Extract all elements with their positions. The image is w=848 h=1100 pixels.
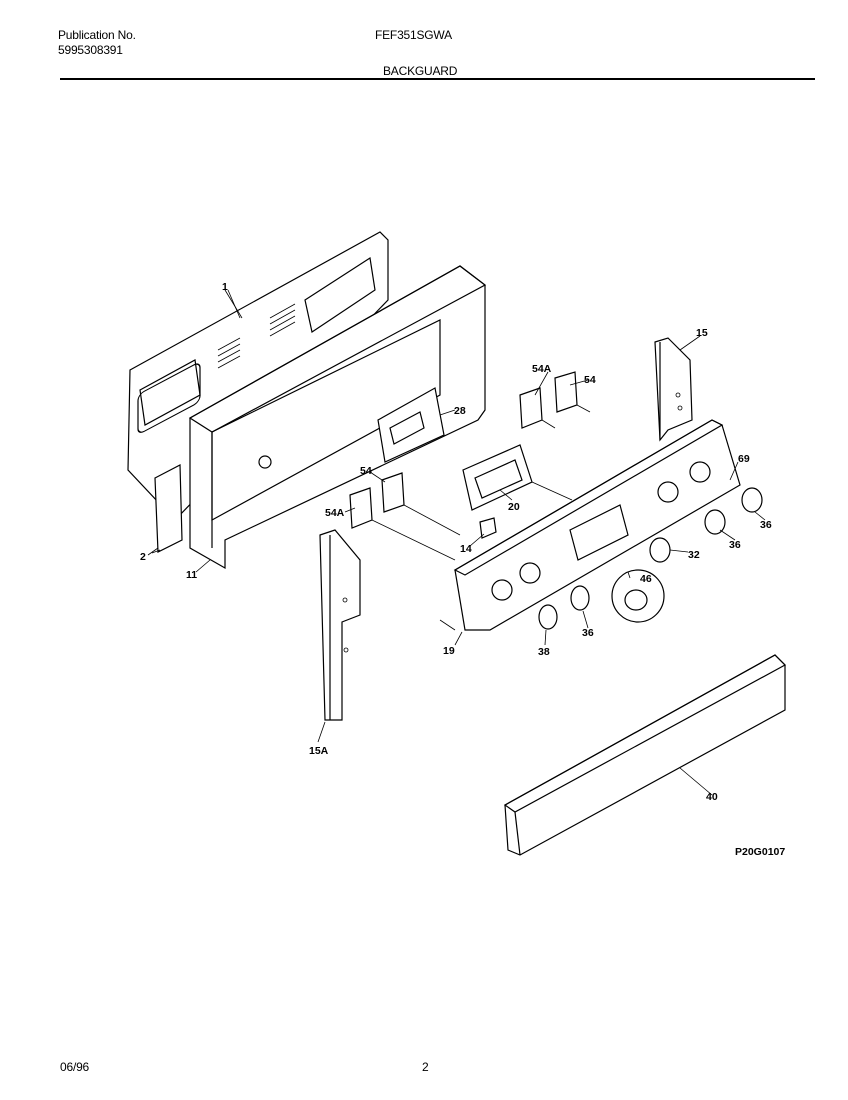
callout-1: 1 [222, 281, 228, 293]
end-bracket-right [654, 337, 693, 442]
callout-36-c: 36 [760, 519, 772, 531]
knob-32 [649, 537, 671, 563]
switch-54a-upper [519, 387, 556, 429]
switch-54-upper [554, 371, 591, 413]
mounting-bracket [151, 464, 183, 554]
callout-46: 46 [640, 573, 652, 585]
detail-46 [611, 569, 665, 623]
footer-date: 06/96 [60, 1060, 90, 1074]
footer-page-number: 2 [422, 1060, 429, 1074]
knob-36-right [704, 509, 726, 535]
callout-36-b: 36 [729, 539, 741, 551]
switch-54a-lower [349, 487, 456, 561]
callout-40: 40 [706, 791, 718, 803]
model-number: FEF351SGWA [375, 28, 452, 42]
knob-36-far-right [741, 487, 763, 513]
end-bracket-left [319, 529, 361, 721]
callout-14: 14 [460, 543, 472, 555]
switch-54-lower [381, 472, 461, 536]
callout-36-a: 36 [582, 627, 594, 639]
callout-69: 69 [738, 453, 750, 465]
callout-38: 38 [538, 646, 550, 658]
cover-plate [377, 387, 445, 463]
control-panel [439, 419, 741, 631]
publication-label: Publication No. [58, 28, 136, 42]
callout-15a: 15A [309, 745, 329, 757]
clock-timer [462, 444, 573, 511]
trim-strip [503, 654, 786, 856]
callout-54-upper: 54 [584, 374, 596, 386]
callout-54a-lower: 54A [325, 507, 345, 519]
backguard-panel [188, 265, 487, 570]
callout-54a-upper: 54A [532, 363, 552, 375]
leader-lines [147, 289, 766, 796]
clip-14 [479, 517, 497, 539]
callout-28: 28 [454, 405, 466, 417]
knob-36-left [538, 604, 558, 630]
publication-number: 5995308391 [58, 43, 123, 57]
section-title: BACKGUARD [383, 64, 458, 78]
callout-32: 32 [688, 549, 700, 561]
callout-20: 20 [508, 501, 520, 513]
callout-15: 15 [696, 327, 708, 339]
callout-2: 2 [140, 551, 146, 563]
drawing-code: P20G0107 [735, 846, 785, 858]
callout-54-lower: 54 [360, 465, 372, 477]
callout-19: 19 [443, 645, 455, 657]
header-rule [60, 78, 815, 80]
knob-36-center [570, 585, 590, 611]
callout-11: 11 [186, 569, 197, 581]
